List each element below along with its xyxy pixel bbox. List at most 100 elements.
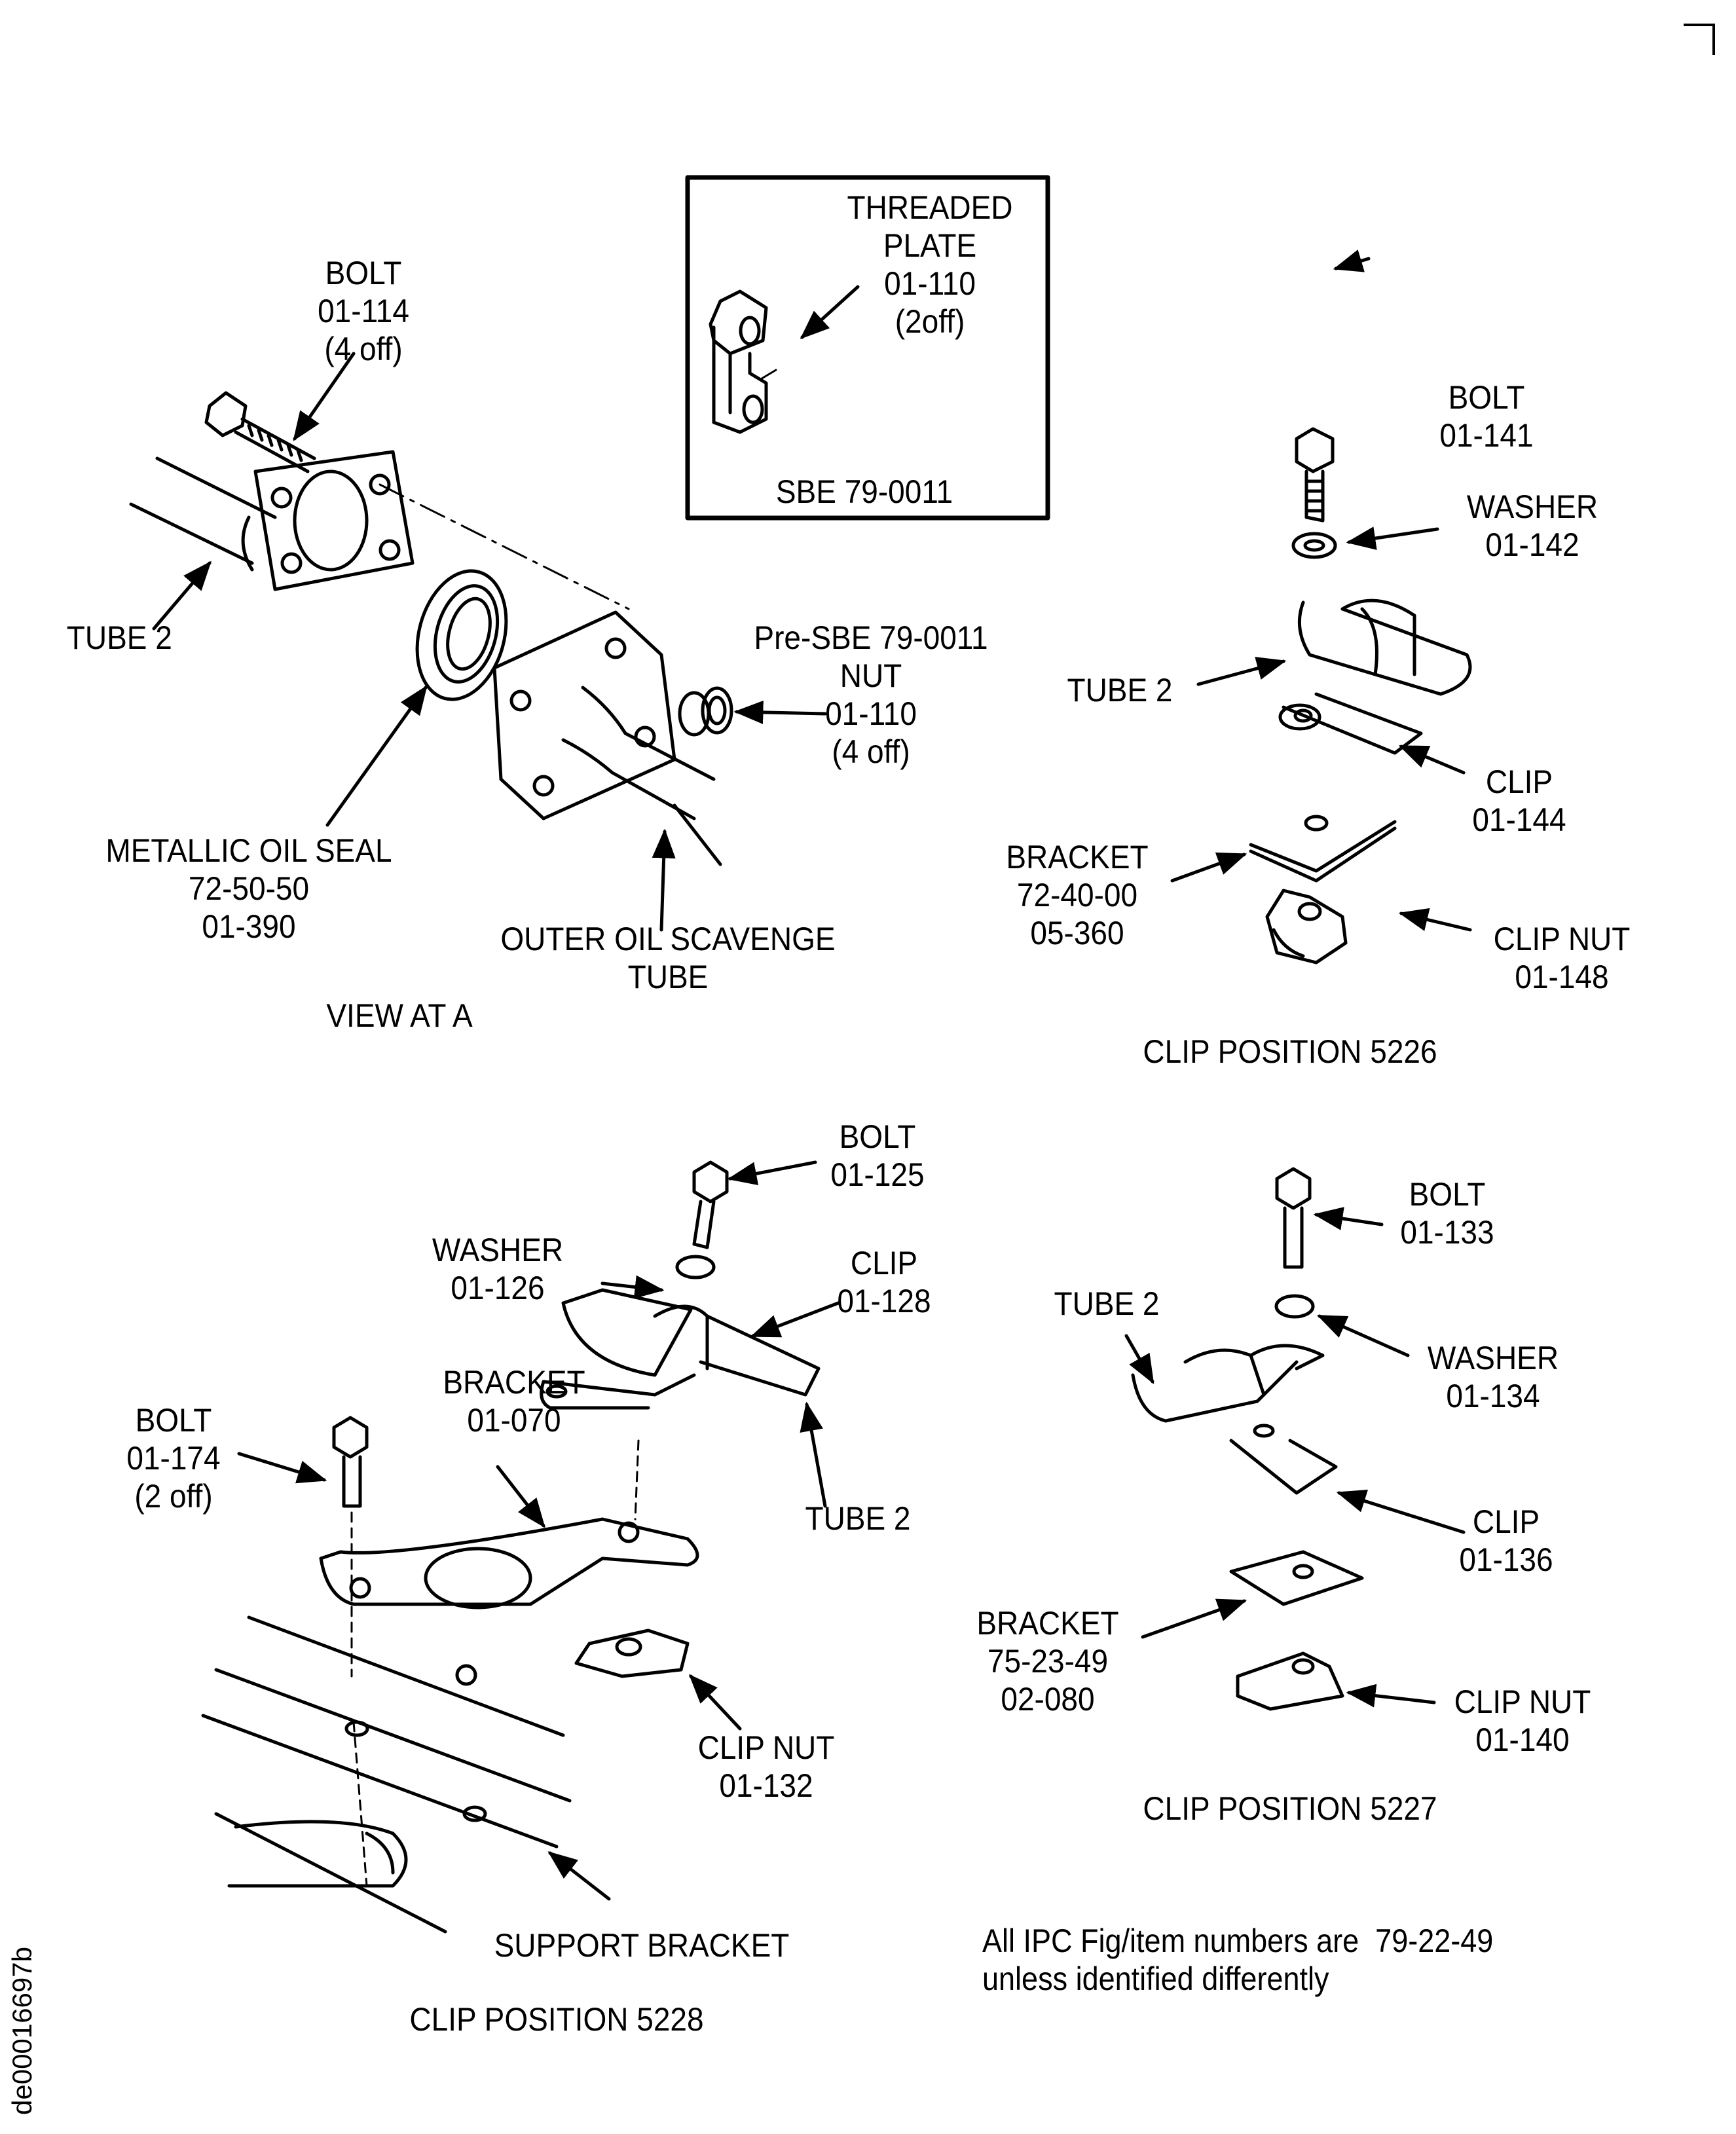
label-line: 01-133: [1400, 1214, 1494, 1251]
label-line: WASHER: [432, 1232, 564, 1268]
label-line: 01-114: [318, 293, 409, 329]
label-line: (2off): [895, 303, 965, 340]
label-line: CLIP: [1472, 1503, 1540, 1540]
support-bracket: [201, 1615, 572, 1934]
leader-tube2-5228: [800, 1401, 827, 1508]
leader-bracket-75-23-49: [1141, 1598, 1247, 1639]
label-washer-01-142: WASHER 01-142: [1448, 488, 1617, 564]
leader-clip-01-144: [1398, 745, 1466, 775]
bracket-72-40-00: [1249, 815, 1397, 883]
clip-nut-01-132: [574, 1628, 690, 1678]
label-line: BRACKET: [1006, 839, 1149, 875]
leader-nut-01-110: [733, 700, 827, 724]
label-line: 72-40-00: [1016, 877, 1138, 913]
bolt-01-174: [332, 1416, 369, 1678]
label-line: 01-110: [884, 265, 976, 302]
label-clip-nut-01-132: CLIP NUT 01-132: [682, 1729, 851, 1805]
leader-threaded-plate: [800, 285, 860, 340]
document-id: de00016697b: [7, 1947, 37, 2115]
label-line: BOLT: [839, 1118, 916, 1155]
label-line: 01-128: [837, 1283, 931, 1319]
label-clip-nut-01-148: CLIP NUT 01-148: [1481, 920, 1643, 996]
note-line-1: All IPC Fig/item numbers are 79-22-49: [982, 1922, 1494, 1959]
label-line: 01-136: [1459, 1541, 1553, 1578]
label-line: 01-070: [467, 1402, 561, 1439]
label-line: BOLT: [325, 255, 402, 291]
label-line: CLIP NUT: [1454, 1683, 1591, 1720]
label-line: 01-390: [202, 908, 296, 945]
leader-clip-nut-01-132: [688, 1674, 742, 1731]
label-line: 01-141: [1439, 417, 1534, 454]
inset-frame: [685, 175, 1050, 521]
flange-bore: [293, 469, 369, 572]
label-clip-nut-01-140: CLIP NUT 01-140: [1441, 1683, 1604, 1759]
label-line: BRACKET: [976, 1605, 1119, 1642]
label-line: 02-080: [1001, 1681, 1095, 1718]
sheet-corner-mark: [1684, 24, 1715, 55]
label-line: 01-134: [1446, 1378, 1540, 1414]
label-support-bracket: SUPPORT BRACKET: [473, 1926, 810, 1964]
label-bolt-01-125: BOLT 01-125: [817, 1118, 938, 1194]
nut-01-110: [678, 686, 733, 737]
label-line: 01-148: [1515, 959, 1609, 995]
label-line: OUTER OIL SCAVENGE: [500, 921, 836, 957]
label-line: 72-50-50: [188, 870, 310, 907]
leader-bolt-01-125: [727, 1160, 817, 1186]
label-line: TUBE 2: [1054, 1285, 1160, 1322]
clip-nut-01-140: [1236, 1651, 1344, 1711]
label-line: WASHER: [1466, 488, 1598, 525]
label-line: 01-142: [1485, 526, 1579, 563]
label-line: SUPPORT BRACKET: [494, 1927, 790, 1964]
label-bracket-75-23-49: BRACKET 75-23-49 02-080: [961, 1604, 1136, 1718]
label-line: 75-23-49: [987, 1643, 1109, 1680]
leader-clip-nut-01-140: [1346, 1683, 1436, 1708]
clip-01-144-with-tube: [1278, 598, 1472, 755]
label-line: Pre-SBE 79-0011: [754, 619, 988, 656]
tube2-line-upper: [155, 456, 277, 519]
label-bolt-01-141: BOLT 01-141: [1414, 378, 1559, 454]
label-line: NUT: [840, 657, 902, 694]
label-line: TUBE 2: [66, 619, 172, 656]
label-bolt-01-114: BOLT 01-114 (4 off): [294, 254, 433, 368]
leader-clip-01-128: [750, 1301, 840, 1338]
bracket-75-23-49: [1229, 1550, 1364, 1606]
label-line: 01-132: [719, 1767, 813, 1804]
label-threaded-plate: THREADED PLATE 01-110 (2off): [834, 189, 1026, 340]
clip-nut-01-148: [1265, 889, 1348, 965]
leader-bracket-72-40-00: [1170, 852, 1247, 883]
inset-caption: SBE 79-0011: [775, 473, 953, 510]
flange-plate: [253, 450, 415, 591]
clip-5226-drawing: [1249, 427, 1472, 965]
label-clip-01-128: CLIP 01-128: [824, 1244, 944, 1320]
label-line: TUBE: [627, 959, 709, 995]
label-clip-01-144: CLIP 01-144: [1459, 763, 1579, 839]
label-line: 01-174: [126, 1440, 221, 1477]
label-bolt-01-174: BOLT 01-174 (2 off): [104, 1401, 243, 1515]
label-line: TUBE 2: [1067, 672, 1173, 708]
label-line: 01-126: [451, 1270, 545, 1306]
note-line-2: unless identified differently: [982, 1960, 1329, 1997]
label-line: (2 off): [134, 1478, 213, 1515]
label-line: 05-360: [1030, 915, 1124, 951]
leader-bolt-01-133: [1313, 1207, 1384, 1230]
label-line: TUBE 2: [805, 1500, 911, 1537]
label-bracket-72-40-00: BRACKET 72-40-00 05-360: [990, 838, 1165, 952]
threaded-plate-drawing: [709, 289, 777, 434]
leader-washer-01-142: [1346, 526, 1439, 550]
label-nut-01-110: Pre-SBE 79-0011 NUT 01-110 (4 off): [732, 619, 1009, 771]
label-line: (4 off): [832, 733, 910, 770]
clip-position-5226-title: CLIP POSITION 5226: [1143, 1033, 1437, 1070]
washer-01-134: [1274, 1294, 1315, 1319]
bolt-01-114: [204, 391, 316, 473]
label-line: BRACKET: [443, 1364, 585, 1401]
clip-5228-drawing: [201, 1160, 821, 1934]
leader-support-bracket: [547, 1851, 611, 1901]
label-line: CLIP NUT: [697, 1729, 835, 1766]
label-metallic-oil-seal: METALLIC OIL SEAL 72-50-50 01-390: [80, 832, 417, 946]
bolt-01-141: [1295, 427, 1335, 523]
label-tube2-5228: TUBE 2: [792, 1499, 924, 1537]
clip-5227-drawing: [1131, 1167, 1364, 1711]
label-line: 01-125: [830, 1156, 925, 1193]
outer-scavenge-flange: [492, 610, 722, 866]
